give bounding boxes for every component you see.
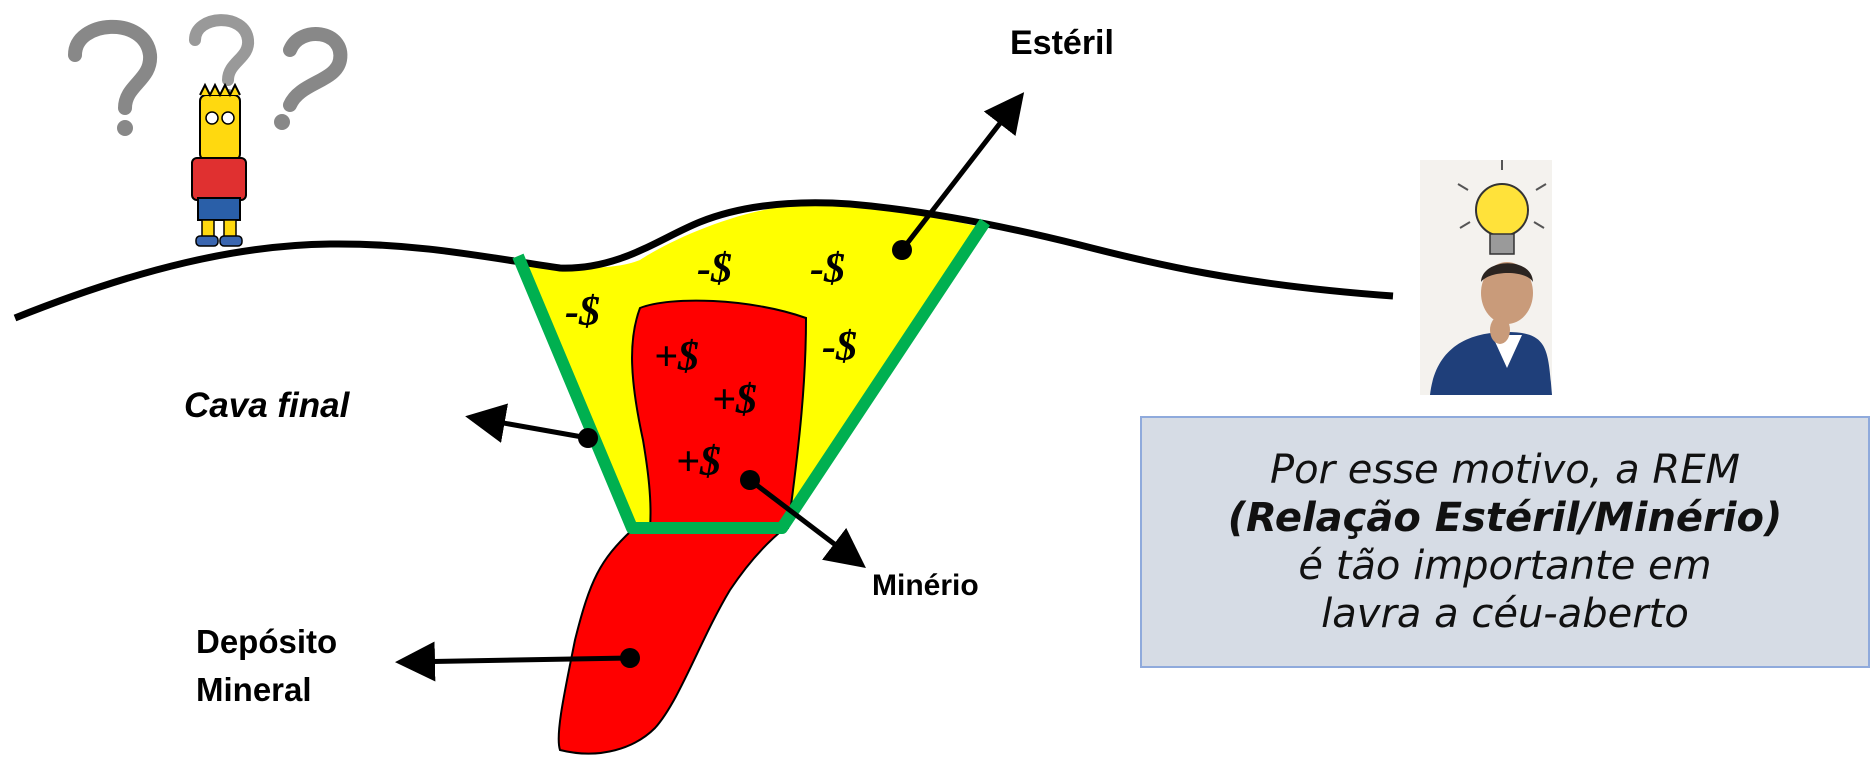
leader-arrow-cava-final (465, 403, 598, 448)
lightbulb-idea-icon (1457, 160, 1547, 255)
final-pit-outline (512, 218, 990, 534)
label-minerio: Minério (872, 569, 979, 602)
thinking-man-icon (1430, 262, 1552, 395)
leader-arrow-minerio (740, 470, 866, 569)
label-deposito-line1: Depósito (196, 623, 338, 660)
label-deposito-mineral: Depósito Mineral (196, 618, 337, 714)
money-negative-4: -$ (822, 324, 857, 370)
money-positive-3: +$ (676, 439, 721, 485)
ground-surface-line (13, 199, 1394, 322)
leader-arrow-deposito (395, 641, 640, 682)
callout-line2: (Relação Estéril/Minério) (1227, 495, 1783, 541)
money-negative-3: -$ (810, 246, 845, 292)
confused-cartoon-person-icon (191, 82, 247, 247)
label-esteril: Estéril (1010, 24, 1114, 62)
ore-zone (631, 299, 808, 529)
leader-arrow-esteril (892, 92, 1025, 260)
callout-line3: é tão importante em (1298, 543, 1712, 589)
money-negative-2: -$ (697, 246, 732, 292)
rem-callout-box: Por esse motivo, a REM (Relação Estéril/… (1140, 416, 1870, 668)
money-negative-1: -$ (565, 289, 600, 335)
callout-line1: Por esse motivo, a REM (1270, 447, 1740, 493)
label-cava-final: Cava final (184, 386, 350, 425)
money-positive-2: +$ (712, 377, 757, 423)
money-positive-1: +$ (654, 334, 699, 380)
mineral-deposit-body (557, 526, 788, 755)
label-deposito-line2: Mineral (196, 671, 312, 708)
thinking-man-lightbulb-photo (1420, 160, 1552, 395)
callout-line4: lavra a céu-aberto (1321, 591, 1689, 637)
